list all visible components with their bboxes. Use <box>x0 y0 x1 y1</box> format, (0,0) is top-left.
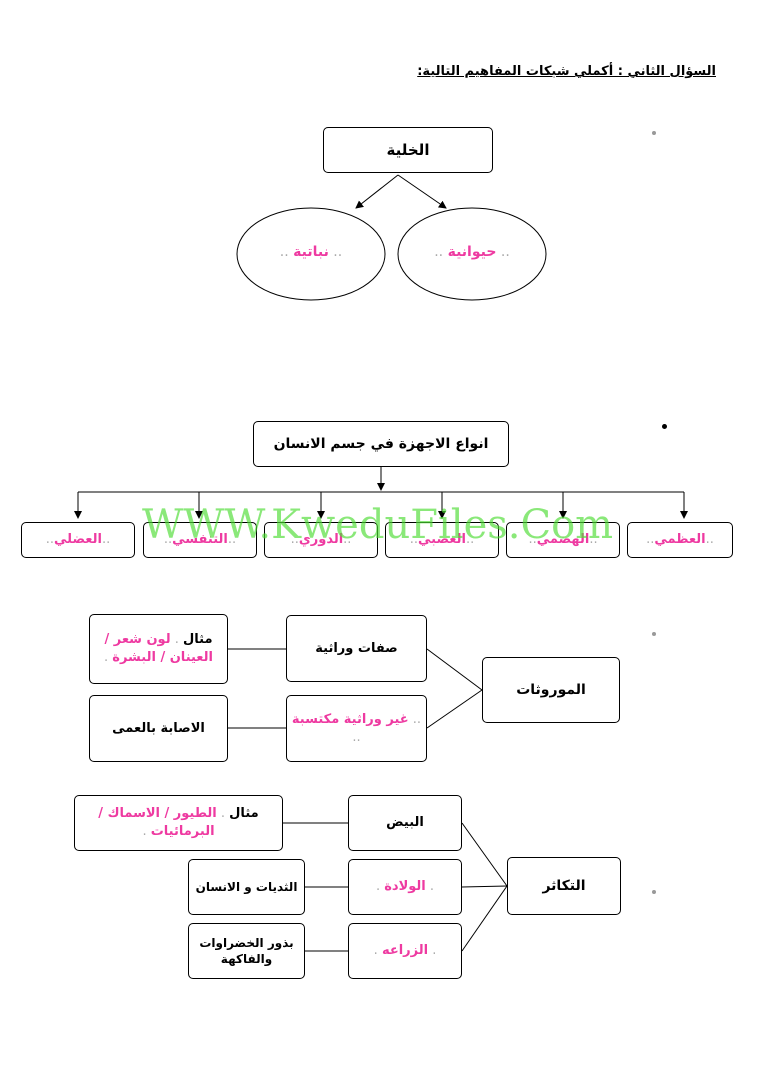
bullet-2 <box>662 424 667 429</box>
inherited-example-box: مثال . لون شعر / العينان / البشرة . <box>89 614 228 684</box>
system-box-1: .. العظمي .. <box>627 522 733 558</box>
birth-example-label: الثديات و الانسان <box>195 879 298 894</box>
agriculture-box: . الزراعه . <box>348 923 462 979</box>
animal-answer: .. حيوانية .. <box>434 244 510 260</box>
agriculture-answer: . الزراعه . <box>373 943 437 959</box>
eggs-label: البيض <box>386 815 424 831</box>
heredity-root-label: الموروثات <box>516 681 586 698</box>
cell-root-box: الخلية <box>323 127 493 173</box>
site-watermark: WWW.KweduFiles.Com <box>142 502 614 548</box>
system-box-2: .. الهضمي .. <box>506 522 620 558</box>
system-box-3: .. العصبي .. <box>385 522 499 558</box>
birth-answer: . الولادة . <box>375 879 435 895</box>
heredity-root-box: الموروثات <box>482 657 620 723</box>
eggs-example-text: مثال . الطيور / الاسماك / البرمائيات . <box>98 806 259 839</box>
plant-answer: .. نباتية .. <box>279 244 343 260</box>
inherited-traits-label: صفات وراثية <box>315 640 398 656</box>
bullet-3 <box>652 632 656 636</box>
system-box-6: .. العضلي .. <box>21 522 135 558</box>
reproduction-root-box: التكاثر <box>507 857 621 915</box>
eggs-example-box: مثال . الطيور / الاسماك / البرمائيات . <box>74 795 283 851</box>
inherited-example-text: مثال . لون شعر / العينان / البشرة . <box>104 632 213 665</box>
birth-box: . الولادة . <box>348 859 462 915</box>
bullet-1 <box>652 131 656 135</box>
systems-root-box: انواع الاجهزة في جسم الانسان <box>253 421 509 467</box>
acquired-example-label: الاصابة بالعمى <box>112 720 205 736</box>
acquired-example-box: الاصابة بالعمى <box>89 695 228 762</box>
acquired-traits-answer: .. غير وراثية مكتسبة .. <box>291 711 422 745</box>
reproduction-root-label: التكاثر <box>542 877 586 894</box>
system-box-4: .. الدوري .. <box>264 522 378 558</box>
eggs-box: البيض <box>348 795 462 851</box>
bullet-4 <box>652 890 656 894</box>
question-heading: السؤال الثاني : أكملي شبكات المفاهيم الت… <box>417 64 716 79</box>
birth-example-box: الثديات و الانسان <box>188 859 305 915</box>
agriculture-example-box: بذور الخضراوات والفاكهة <box>188 923 305 979</box>
acquired-traits-box: .. غير وراثية مكتسبة .. <box>286 695 427 762</box>
cell-root-label: الخلية <box>386 140 430 159</box>
inherited-traits-box: صفات وراثية <box>286 615 427 682</box>
agriculture-example-label: بذور الخضراوات والفاكهة <box>199 935 294 966</box>
systems-root-label: انواع الاجهزة في جسم الانسان <box>273 435 489 452</box>
system-box-5: .. التنفسي .. <box>143 522 257 558</box>
